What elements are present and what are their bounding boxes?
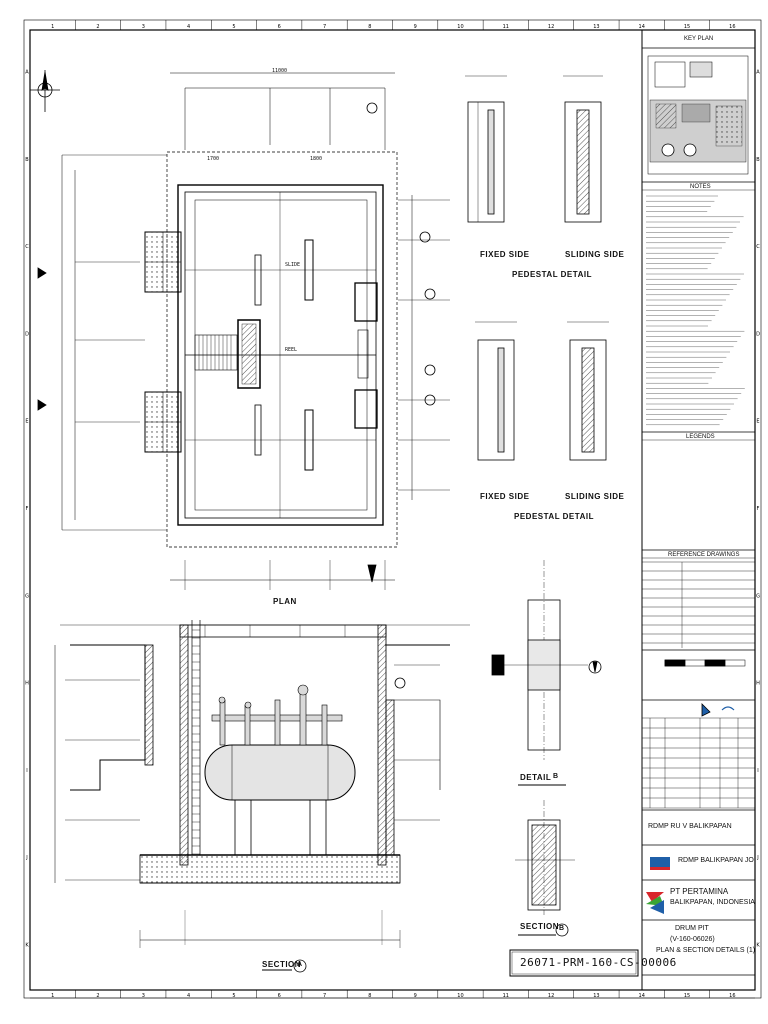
column-number: 14 <box>639 24 645 30</box>
column-number: 5 <box>232 24 235 30</box>
owner-line-1: PT PERTAMINA <box>670 887 729 896</box>
row-letter: H <box>756 681 760 687</box>
column-number: 8 <box>368 24 371 30</box>
title-line-2: (V-160-06026) <box>670 936 715 943</box>
column-number: 1 <box>51 24 54 30</box>
row-letter: D <box>25 331 29 337</box>
row-letter: A <box>25 70 29 76</box>
column-number: 3 <box>142 24 145 30</box>
fixed-side-label-2: FIXED SIDE <box>480 492 530 501</box>
column-labels: 1122334455667788991010111112121313141415… <box>51 24 735 999</box>
rdmp-logo-icon <box>650 857 670 870</box>
notes-header: NOTES <box>690 184 711 190</box>
pedestal-detail-caption-2: PEDESTAL DETAIL <box>514 512 594 521</box>
row-letter: B <box>25 157 29 163</box>
column-number: 7 <box>323 993 326 999</box>
sliding-side-label-2: SLIDING SIDE <box>565 492 625 501</box>
column-number: 2 <box>96 993 99 999</box>
detail-caption: DETAIL <box>520 773 552 782</box>
column-number: 9 <box>414 993 417 999</box>
column-number: 11 <box>503 993 509 999</box>
row-letter: B <box>756 157 760 163</box>
project-name: RDMP RU V BALIKPAPAN <box>648 823 732 830</box>
column-number: 8 <box>368 993 371 999</box>
column-number: 1 <box>51 993 54 999</box>
section-a-view <box>54 620 470 973</box>
column-number: 4 <box>187 993 190 999</box>
title-block-frame <box>641 29 756 991</box>
row-letter: K <box>25 942 29 948</box>
contractor-name: RDMP BALIKPAPAN JO <box>678 857 754 864</box>
dim-a: 1700 <box>207 156 220 162</box>
row-letter: H <box>25 681 29 687</box>
drawing-number-box <box>509 949 639 977</box>
column-number: 15 <box>684 24 690 30</box>
reference-drawings-header: REFERENCE DRAWINGS <box>668 552 740 558</box>
row-labels: A A B B C C D D E E F F G G H H I I J J K K <box>25 70 760 949</box>
row-letter: A <box>756 70 760 76</box>
column-number: 2 <box>96 24 99 30</box>
detail-mark: B <box>553 773 559 780</box>
column-number: 10 <box>457 24 463 30</box>
row-letter: C <box>25 244 29 250</box>
row-letter: E <box>25 419 28 425</box>
column-number: 12 <box>548 993 554 999</box>
section-a-caption: SECTION <box>262 960 302 969</box>
pertamina-logo-icon <box>646 892 664 914</box>
column-number: 10 <box>457 993 463 999</box>
section-a-mark: A <box>297 961 303 968</box>
row-letter: G <box>756 593 760 599</box>
section-b-mark: B <box>559 925 565 932</box>
row-letter: I <box>26 768 27 774</box>
row-letter: C <box>756 244 760 250</box>
column-number: 16 <box>729 24 735 30</box>
column-number: 13 <box>593 993 599 999</box>
owner-line-2: BALIKPAPAN, INDONESIA <box>670 899 755 906</box>
dim-b: 1800 <box>310 156 323 162</box>
column-number: 6 <box>278 993 281 999</box>
row-letter: J <box>756 855 758 861</box>
drawing-number: 26071-PRM-160-CS-00006 <box>520 956 677 969</box>
column-number: 7 <box>323 24 326 30</box>
column-number: 12 <box>548 24 554 30</box>
plan-caption: PLAN <box>273 597 297 606</box>
column-number: 5 <box>232 993 235 999</box>
section-b-view <box>515 800 575 937</box>
row-letter: J <box>25 855 27 861</box>
row-letter: E <box>756 419 759 425</box>
column-number: 13 <box>593 24 599 30</box>
column-number: 9 <box>414 24 417 30</box>
column-number: 14 <box>639 993 645 999</box>
column-number: 4 <box>187 24 190 30</box>
row-letter: G <box>25 593 29 599</box>
north-arrow-icon <box>30 70 60 112</box>
key-plan-header: KEY PLAN <box>684 36 714 42</box>
pedestal-detail-caption-1: PEDESTAL DETAIL <box>512 270 592 279</box>
column-number: 3 <box>142 993 145 999</box>
column-number: 16 <box>729 993 735 999</box>
title-line-3: PLAN & SECTION DETAILS (1) <box>656 947 756 954</box>
detail-b-view <box>491 560 602 786</box>
dim-top-total: 11000 <box>272 68 288 74</box>
column-ticks <box>75 20 710 998</box>
row-letter: F <box>26 506 29 512</box>
tag-slide: SLIDE <box>285 262 301 268</box>
section-b-caption: SECTION <box>520 922 560 931</box>
row-letter: I <box>757 768 758 774</box>
title-line-1: DRUM PIT <box>675 925 709 932</box>
plan-view <box>30 70 450 590</box>
tag-reel: REEL <box>285 347 298 353</box>
column-number: 15 <box>684 993 690 999</box>
fixed-side-label-1: FIXED SIDE <box>480 250 530 259</box>
legends-header: LEGENDS <box>686 434 715 440</box>
pedestal-details <box>465 75 609 461</box>
row-letter: D <box>756 331 760 337</box>
row-letter: F <box>757 506 760 512</box>
column-number: 11 <box>503 24 509 30</box>
sliding-side-label-1: SLIDING SIDE <box>565 250 625 259</box>
row-letter: K <box>756 942 760 948</box>
column-number: 6 <box>278 24 281 30</box>
